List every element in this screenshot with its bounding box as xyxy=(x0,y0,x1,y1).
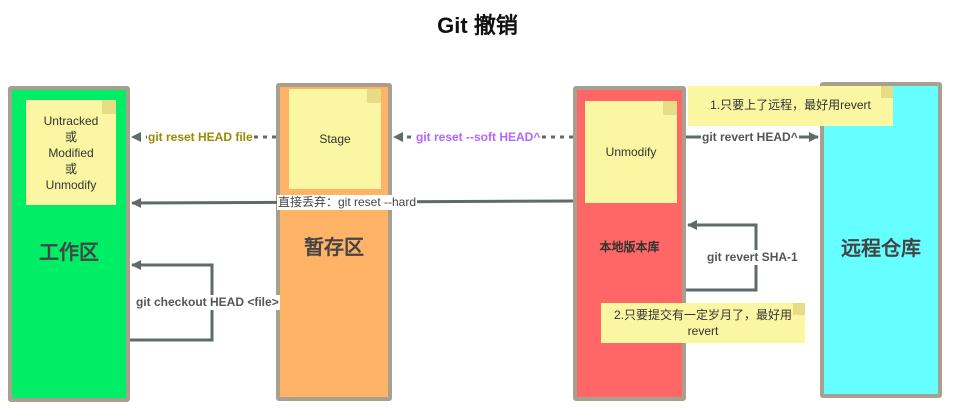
remote-repo-column: 远程仓库 xyxy=(820,82,942,398)
workspace-label: 工作区 xyxy=(39,242,99,264)
workspace-column: Untracked 或 Modified 或 Unmodify 工作区 xyxy=(8,86,130,402)
edge-label-reset-head-file: git reset HEAD file xyxy=(147,130,254,145)
diagram-title: Git 撤销 xyxy=(437,13,518,38)
pushed-note: 1.只要上了远程，最好用revert xyxy=(688,86,893,126)
stage-column: Stage 暂存区 xyxy=(276,83,392,401)
stage-note: Stage xyxy=(289,89,381,189)
edge-label-checkout: git checkout HEAD <file> xyxy=(135,295,280,310)
old-commit-note: 2.只要提交有一定岁月了，最好用revert xyxy=(601,303,805,343)
workspace-note: Untracked 或 Modified 或 Unmodify xyxy=(26,100,116,205)
workspace-note-line-4: 或 xyxy=(64,161,77,176)
local-repo-label: 本地版本库 xyxy=(599,240,660,254)
local-repo-column: Unmodify 本地版本库 xyxy=(573,86,686,401)
edge-label-revert-head: git revert HEAD^ xyxy=(701,130,799,145)
workspace-note-line-1: Untracked xyxy=(43,113,99,128)
edge-label-reset-soft: git reset --soft HEAD^ xyxy=(415,130,542,145)
workspace-note-line-3: Modified xyxy=(48,145,94,160)
local-repo-note: Unmodify xyxy=(585,101,677,203)
stage-label: 暂存区 xyxy=(304,237,364,259)
edge-label-revert-sha: git revert SHA-1 xyxy=(706,250,799,265)
remote-repo-label: 远程仓库 xyxy=(841,238,921,260)
workspace-note-line-2: 或 xyxy=(64,129,77,144)
edge-label-reset-hard: 直接丢弃：git reset --hard xyxy=(277,195,418,210)
workspace-note-line-5: Unmodify xyxy=(45,177,97,192)
